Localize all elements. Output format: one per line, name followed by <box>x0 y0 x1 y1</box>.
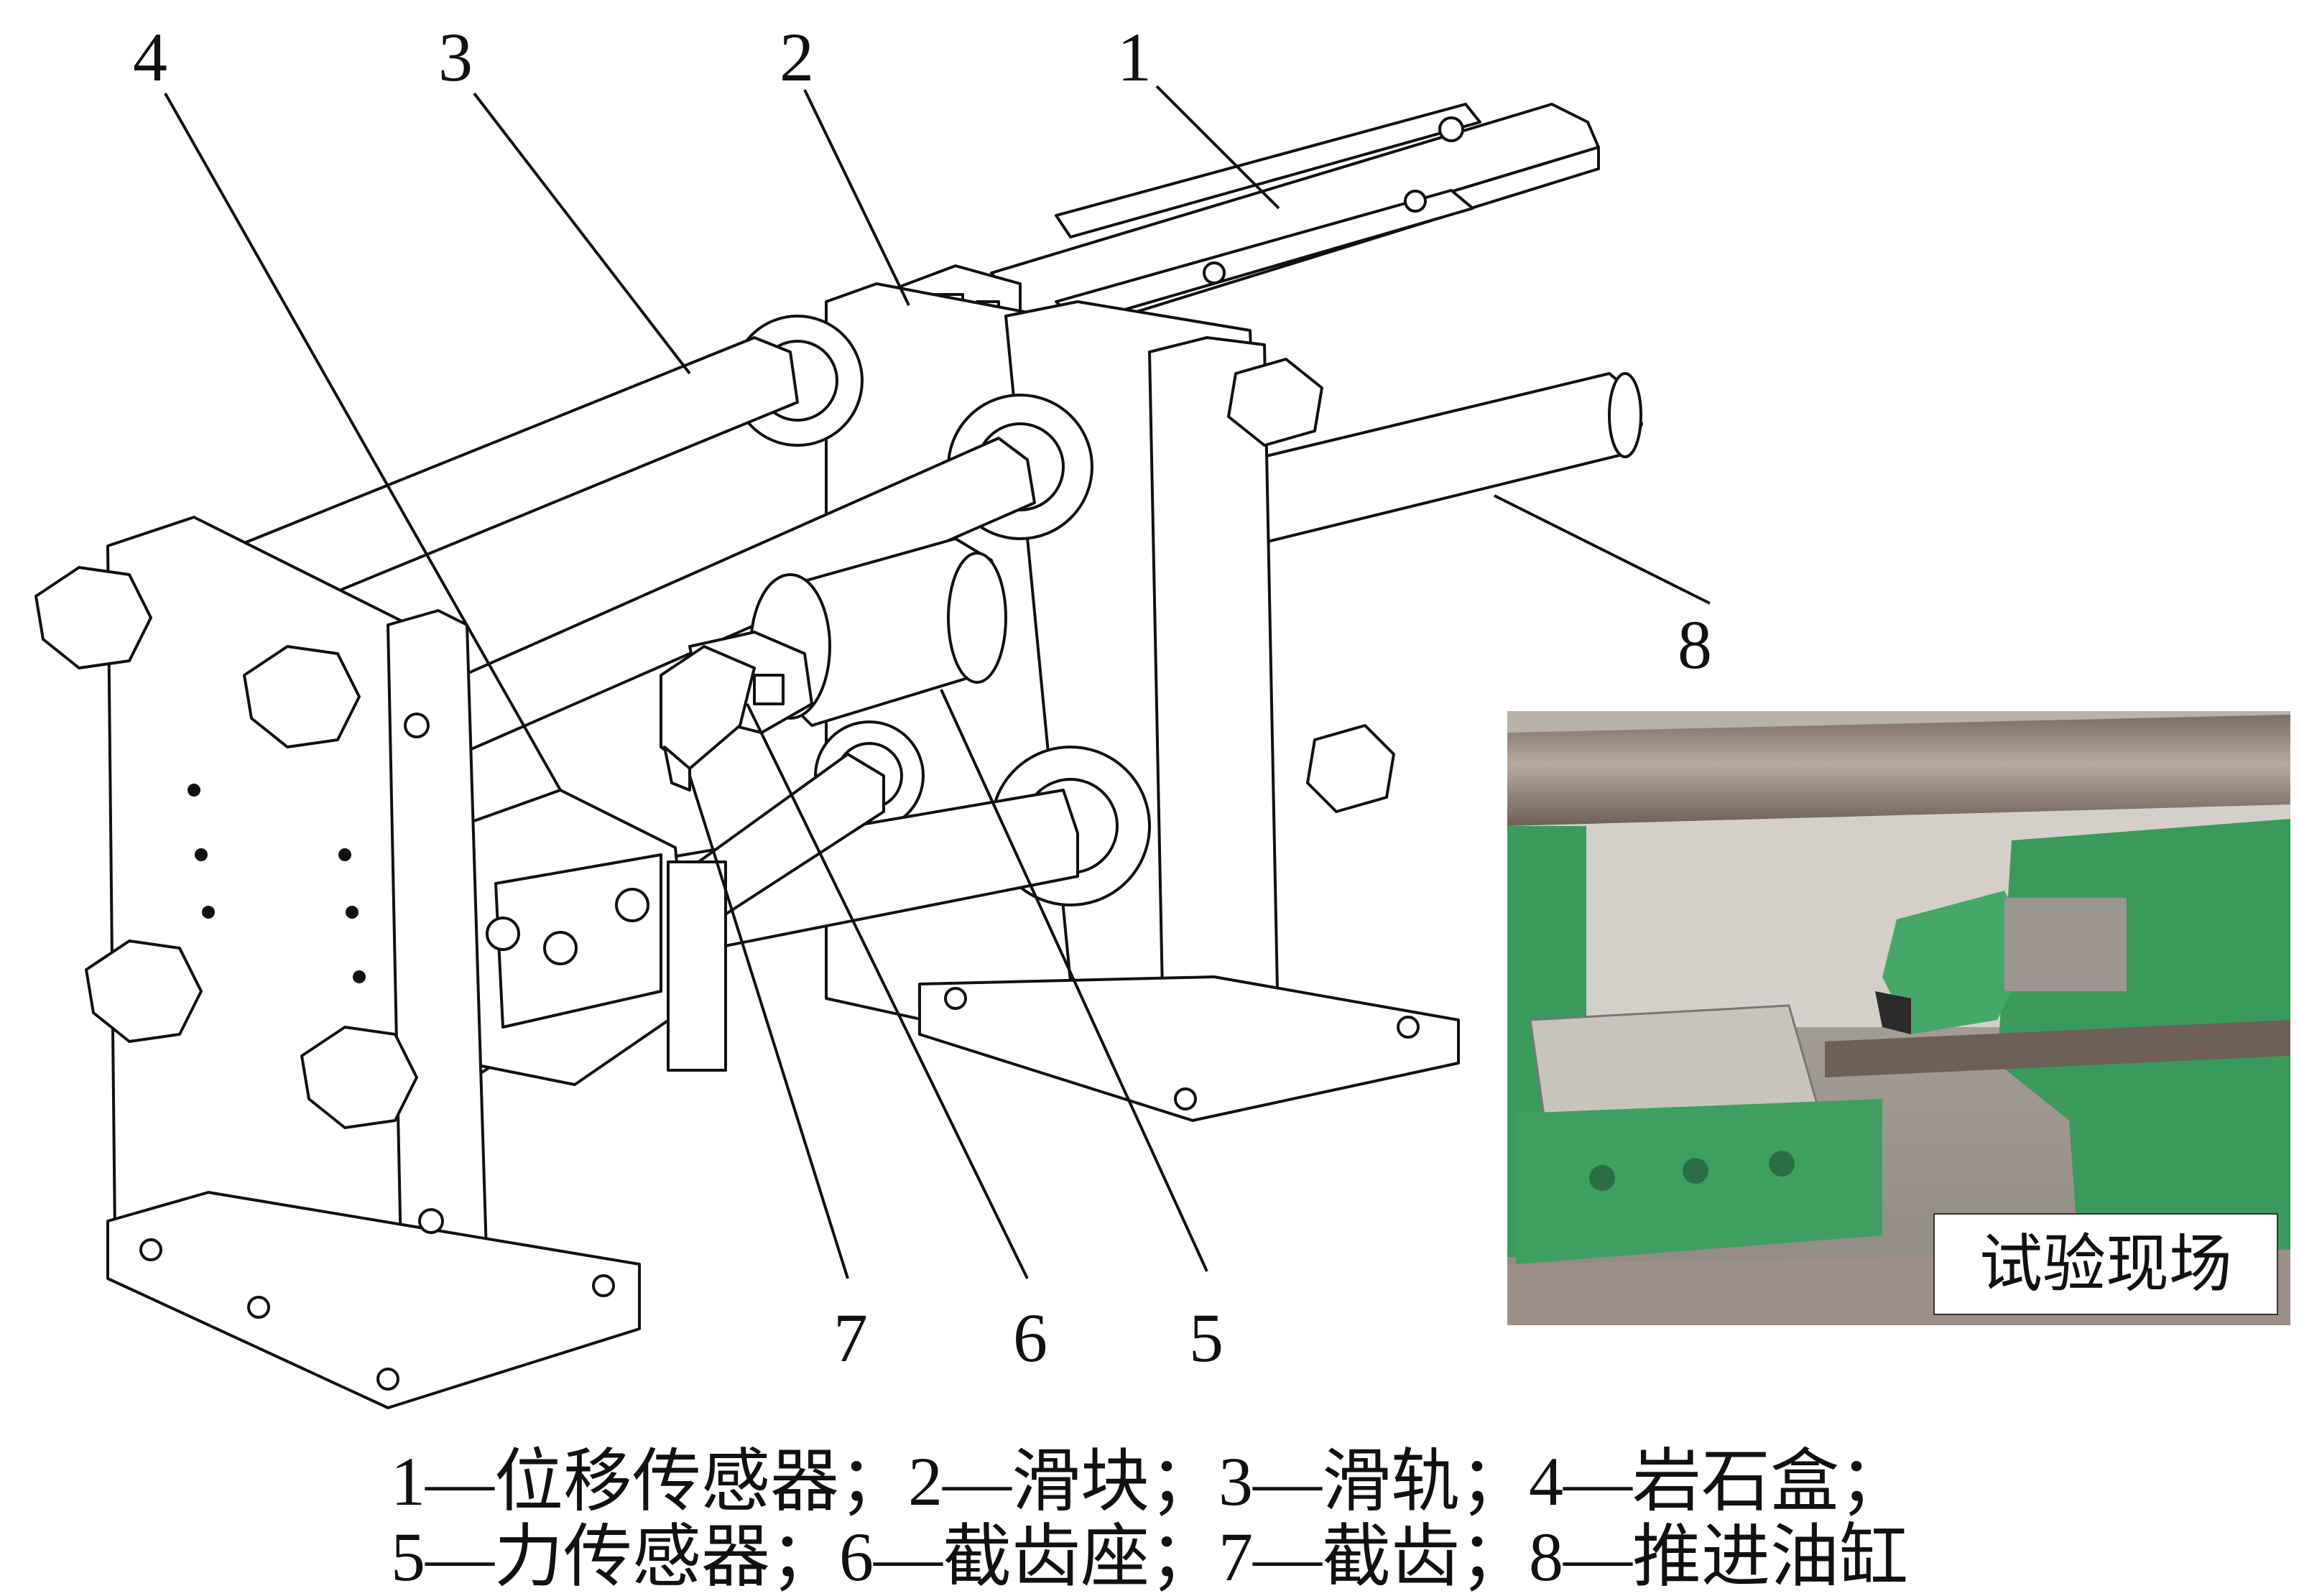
leader-7 <box>688 775 849 1279</box>
figure-caption: 1—位移传感器；2—滑块；3—滑轨；4—岩石盒； 5—力传感器；6—截齿座；7—… <box>391 1443 1908 1595</box>
callout-4: 4 <box>133 19 167 96</box>
callout-6: 6 <box>1013 1299 1047 1376</box>
test-site-photo: 试验现场 <box>1507 711 2290 1325</box>
callout-7: 7 <box>833 1299 868 1376</box>
callout-1: 1 <box>1117 19 1152 96</box>
left-frame <box>34 516 641 1409</box>
leader-2 <box>803 89 910 306</box>
caption-line-2: 5—力传感器；6—截齿座；7—截齿；8—推进油缸 <box>391 1518 1908 1595</box>
leader-lines <box>164 85 1711 1279</box>
leader-6 <box>746 703 1029 1279</box>
rock-box <box>458 789 727 1086</box>
callout-3: 3 <box>438 19 473 96</box>
leader-4 <box>164 93 562 791</box>
caption-line-1: 1—位移传感器；2—滑块；3—滑轨；4—岩石盒； <box>391 1443 1908 1520</box>
callout-8: 8 <box>1678 606 1712 683</box>
leader-1 <box>1155 85 1280 210</box>
rig-drawing <box>34 103 1643 1409</box>
leader-8 <box>1494 494 1711 605</box>
callout-5: 5 <box>1189 1299 1223 1376</box>
photo-label: 试验现场 <box>1979 1227 2232 1301</box>
leader-3 <box>473 92 691 375</box>
leader-5 <box>940 689 1208 1272</box>
cutting-pick <box>660 645 756 792</box>
displacement-sensor <box>990 103 1600 345</box>
callout-2: 2 <box>780 19 814 96</box>
callout-labels: 1 2 3 4 5 6 7 8 <box>133 19 1712 1376</box>
